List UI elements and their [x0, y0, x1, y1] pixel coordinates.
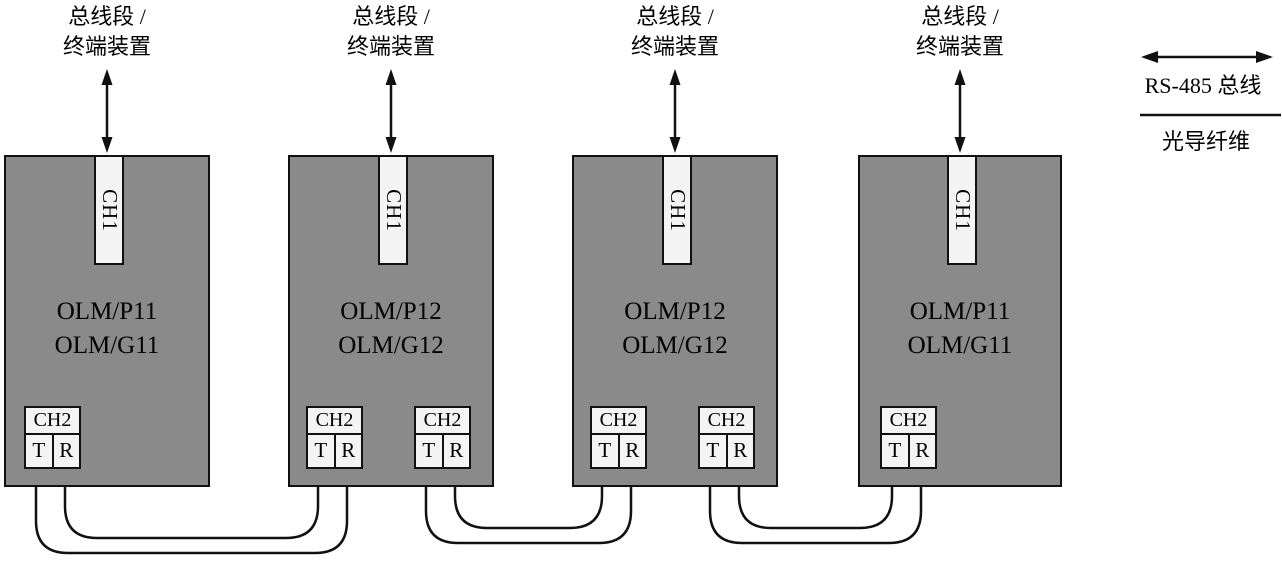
t-terminal: T [880, 433, 910, 469]
r-terminal: R [441, 433, 471, 469]
legend-rs485-arrow-icon [1141, 51, 1273, 63]
bus-segment-label-line2: 终端装置 [630, 34, 719, 59]
fiber-link-2-inner [453, 471, 604, 530]
bus-segment-label-2: 总线段 / 终端装置 [291, 2, 491, 62]
ch2-port-label: CH2 [880, 406, 937, 435]
ch2-port: CH2 T R [880, 406, 937, 469]
r-terminal: R [51, 433, 81, 469]
module-name-line2: OLM/G11 [907, 332, 1013, 359]
module-name: OLM/P11 OLM/G11 [6, 295, 208, 363]
legend-rs485-label: RS-485 总线 [1144, 73, 1262, 98]
bus-segment-label-line2: 终端装置 [346, 34, 435, 59]
olm-module-2: CH1 OLM/P12 OLM/G12 CH2 T R CH2 T R [288, 155, 494, 487]
bus-segment-label-line1: 总线段 / [636, 4, 714, 29]
module-name-line1: OLM/P12 [340, 298, 442, 325]
module-name-line1: OLM/P12 [624, 298, 726, 325]
ch1-port-label: CH1 [381, 188, 406, 232]
tr-terminals: T R [24, 433, 81, 469]
module-name: OLM/P11 OLM/G11 [860, 295, 1060, 363]
module-name-line1: OLM/P11 [56, 298, 158, 325]
tr-terminals: T R [590, 433, 647, 469]
r-terminal: R [617, 433, 647, 469]
t-terminal: T [306, 433, 336, 469]
tr-terminals: T R [414, 433, 471, 469]
ch2-port: CH2 T R [24, 406, 81, 469]
fiber-link-2-outer [424, 471, 633, 545]
ch2-port-label: CH2 [698, 406, 755, 435]
t-terminal: T [590, 433, 620, 469]
bus-segment-label-line1: 总线段 / [352, 4, 430, 29]
bus-segment-label-line2: 终端装置 [62, 34, 151, 59]
ch2-port: CH2 T R [414, 406, 471, 469]
olm-module-4: CH1 OLM/P11 OLM/G11 CH2 T R [858, 155, 1062, 487]
fiber-link-1-inner [63, 471, 320, 540]
fiber-link-3-outer [708, 471, 923, 545]
module-name-line1: OLM/P11 [909, 298, 1011, 325]
olm-module-3: CH1 OLM/P12 OLM/G12 CH2 T R CH2 T R [572, 155, 778, 487]
r-terminal: R [907, 433, 937, 469]
ch1-port-label: CH1 [97, 188, 122, 232]
ch2-port-label: CH2 [306, 406, 363, 435]
bus-segment-label-4: 总线段 / 终端装置 [860, 2, 1060, 62]
ch1-port-label: CH1 [950, 188, 975, 232]
ch2-port: CH2 T R [590, 406, 647, 469]
fiber-link-1-outer [34, 471, 349, 555]
module-name: OLM/P12 OLM/G12 [290, 295, 492, 363]
ch2-port-label: CH2 [24, 406, 81, 435]
module-name-line2: OLM/G11 [54, 332, 160, 359]
ch1-port: CH1 [94, 155, 124, 265]
ch1-port-label: CH1 [665, 188, 690, 232]
t-terminal: T [698, 433, 728, 469]
bus-arrow-3 [669, 69, 681, 153]
module-name-line2: OLM/G12 [338, 332, 444, 359]
tr-terminals: T R [698, 433, 755, 469]
ch2-port-label: CH2 [414, 406, 471, 435]
ch1-port: CH1 [947, 155, 977, 265]
bus-arrow-1 [101, 69, 113, 153]
tr-terminals: T R [306, 433, 363, 469]
ch2-port-label: CH2 [590, 406, 647, 435]
bus-segment-label-3: 总线段 / 终端装置 [575, 2, 775, 62]
tr-terminals: T R [880, 433, 937, 469]
legend-fiber-label: 光导纤维 [1161, 129, 1250, 154]
module-name: OLM/P12 OLM/G12 [574, 295, 776, 363]
t-terminal: T [24, 433, 54, 469]
ch1-port: CH1 [662, 155, 692, 265]
r-terminal: R [725, 433, 755, 469]
ch1-port: CH1 [378, 155, 408, 265]
module-name-line2: OLM/G12 [622, 332, 728, 359]
bus-segment-label-line1: 总线段 / [68, 4, 146, 29]
ch2-port: CH2 T R [306, 406, 363, 469]
bus-segment-label-line1: 总线段 / [921, 4, 999, 29]
fiber-link-3-inner [737, 471, 894, 530]
olm-module-1: CH1 OLM/P11 OLM/G11 CH2 T R [4, 155, 210, 487]
bus-arrow-4 [954, 69, 966, 153]
r-terminal: R [333, 433, 363, 469]
ch2-port: CH2 T R [698, 406, 755, 469]
bus-segment-label-line2: 终端装置 [915, 34, 1004, 59]
bus-arrow-2 [385, 69, 397, 153]
t-terminal: T [414, 433, 444, 469]
bus-segment-label-1: 总线段 / 终端装置 [7, 2, 207, 62]
